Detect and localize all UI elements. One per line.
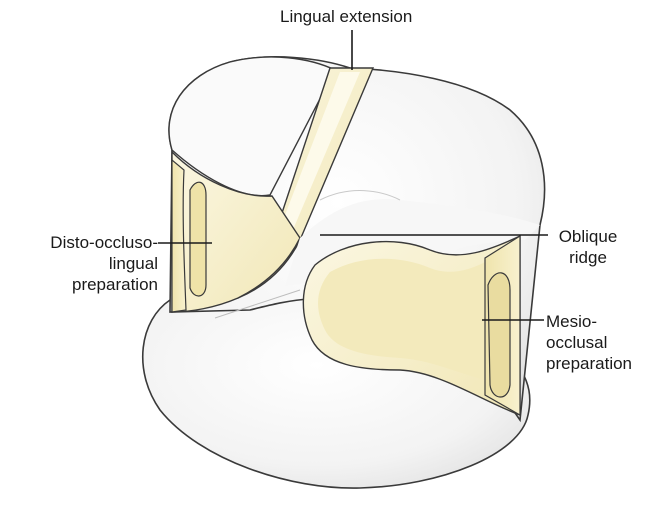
label-disto-occluso-lingual: Disto-occluso- lingual preparation — [8, 232, 158, 295]
label-line: Oblique — [548, 226, 628, 247]
mo-proximal-slot — [488, 273, 510, 397]
label-line: Disto-occluso- — [8, 232, 158, 253]
label-lingual-extension: Lingual extension — [280, 6, 412, 27]
label-mesio-occlusal: Mesio- occlusal preparation — [546, 311, 632, 374]
label-line: ridge — [548, 247, 628, 268]
label-line: lingual — [8, 253, 158, 274]
label-line: Mesio- — [546, 311, 632, 332]
label-line: preparation — [8, 274, 158, 295]
label-line: occlusal — [546, 332, 632, 353]
dol-proximal-slot — [190, 182, 206, 296]
dol-preparation-wall — [172, 160, 186, 312]
label-line: preparation — [546, 353, 632, 374]
label-oblique-ridge: Oblique ridge — [548, 226, 628, 268]
